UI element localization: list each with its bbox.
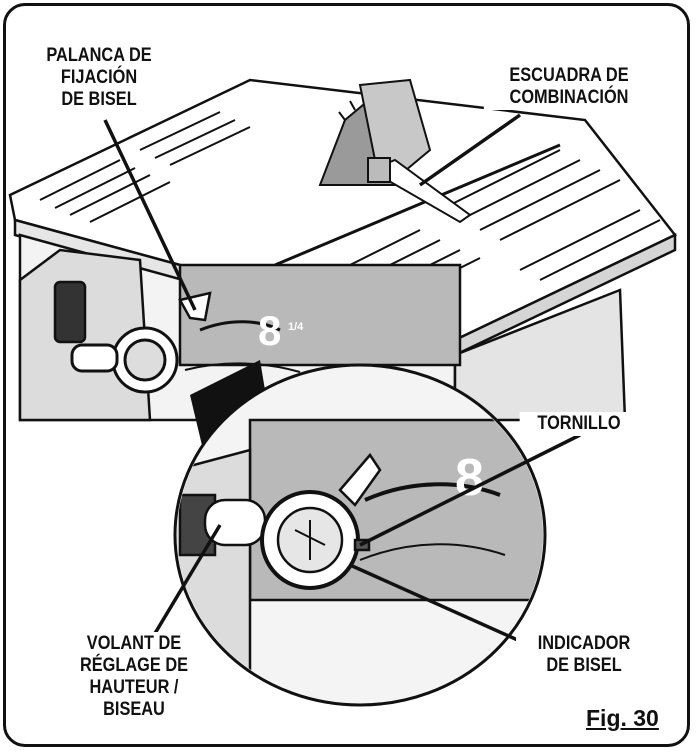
callout-bevel-indicator: INDICADOR DE BISEL	[516, 632, 652, 678]
combination-square	[367, 157, 472, 224]
zoom-panel-numeral: 8	[455, 449, 484, 507]
leader-height-bevel-wheel	[143, 524, 222, 651]
figure-label: Fig. 30	[586, 705, 659, 731]
zoom-detail: 8	[173, 363, 547, 707]
bevel-scale	[184, 362, 301, 373]
leader-combination-square	[418, 113, 522, 187]
panel-size-numeral: 8	[258, 307, 281, 354]
leader-screw	[359, 433, 581, 547]
leader-bevel-indicator	[349, 563, 541, 652]
callout-combination-square: ESCUADRA DE COMBINACIÓN	[483, 64, 655, 110]
leader-lines	[103, 113, 581, 652]
callout-height-bevel-wheel: VOLANT DE RÉGLAGE DE HAUTEUR / BISEAU	[66, 632, 202, 722]
leader-bevel-lock-lever	[103, 119, 197, 311]
callout-bevel-lock-lever: PALANCA DE FIJACIÓN DE BISEL	[22, 44, 176, 112]
miter-slot	[274, 143, 561, 267]
height-bevel-wheel	[70, 326, 179, 394]
panel-size-fraction: 1/4	[288, 321, 304, 333]
callout-screw: TORNILLO	[519, 412, 639, 436]
